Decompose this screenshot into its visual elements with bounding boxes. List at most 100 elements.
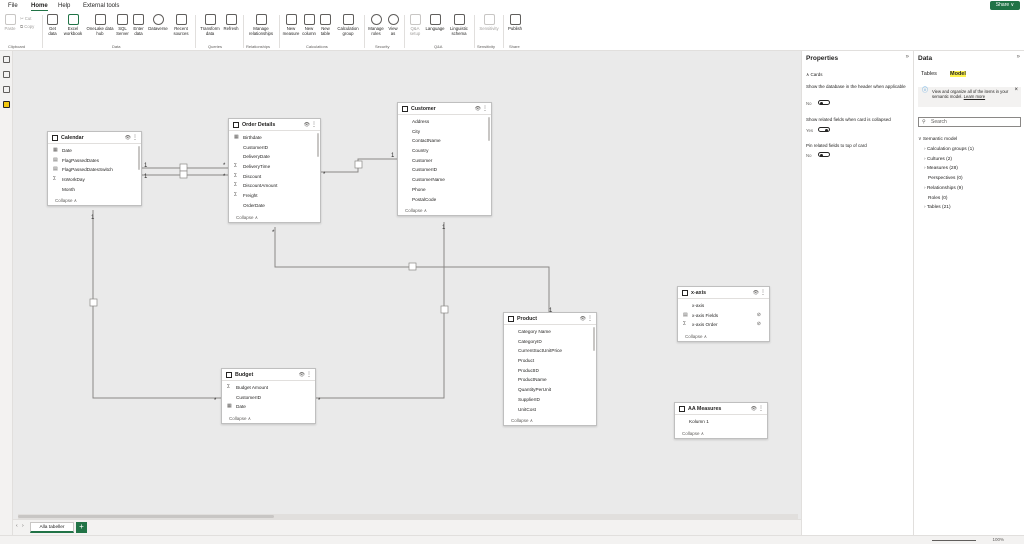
field-row[interactable]: ▦Birthdate [229,133,320,143]
eye-icon[interactable]: 👁 [124,135,131,141]
show-related-toggle[interactable] [818,127,830,132]
field-row[interactable]: City [398,127,491,137]
new-table-button[interactable]: New table [318,14,333,36]
hidden-icon[interactable]: ⊘ [756,311,761,318]
model-view-icon[interactable] [3,101,10,108]
publish-button[interactable]: Publish [506,14,524,31]
new-column-button[interactable]: New column [301,14,317,36]
field-row[interactable]: CustomerID [398,165,491,175]
pin-related-toggle[interactable] [818,152,830,157]
card-header[interactable]: Order Details👁⋮ [229,119,320,131]
zoom-slider[interactable] [932,540,976,541]
refresh-button[interactable]: Refresh [222,14,240,31]
eye-icon[interactable]: 👁 [298,372,305,378]
card-header[interactable]: Product👁⋮ [504,313,596,325]
tree-semantic-model[interactable]: ∨ Semantic model [918,137,958,142]
collapse-button[interactable]: Collapse ∧ [511,418,534,424]
tab-prev-icon[interactable]: ‹ [16,523,18,529]
more-options-icon[interactable]: ⋮ [482,106,488,112]
table-view-icon[interactable] [3,71,10,78]
more-options-icon[interactable]: ⋮ [587,316,593,322]
field-row[interactable]: ▤FlagPassedDates [48,156,141,166]
tree-item[interactable]: › Cultures (2) [924,156,952,162]
collapse-pane-icon[interactable]: » [905,54,909,60]
card-header[interactable]: x-axis👁⋮ [678,287,769,299]
field-row[interactable]: CategoryID [504,337,596,347]
tab-model[interactable]: Model [950,71,966,77]
field-row[interactable]: ▤FlagPassedDatesSwitch [48,165,141,175]
more-options-icon[interactable]: ⋮ [311,122,317,128]
collapse-button[interactable]: Collapse ∧ [682,430,705,436]
more-options-icon[interactable]: ⋮ [306,372,312,378]
menu-help[interactable]: Help [58,3,71,9]
language-button[interactable]: Language [424,14,446,31]
field-row[interactable]: CustomerName [398,175,491,185]
card-header[interactable]: Budget👁⋮ [222,369,315,381]
field-row[interactable]: ▤x-axis Fields⊘ [678,311,769,321]
qna-setup-button[interactable]: Q&A setup [407,14,423,36]
dataverse-button[interactable]: Dataverse [147,14,169,31]
field-row[interactable]: CustomerID [222,393,315,403]
field-row[interactable]: DeliveryDate [229,152,320,162]
model-canvas[interactable]: 1 1 * * * 1 * 1 1 * 1 * Calendar👁⋮▦Date▤… [13,51,801,519]
tab-tables[interactable]: Tables [921,71,937,77]
eye-icon[interactable]: 👁 [752,290,759,296]
onelake-button[interactable]: OneLake data hub [85,14,115,36]
collapse-button[interactable]: Collapse ∧ [236,214,259,220]
scrollbar-thumb[interactable] [18,515,274,518]
collapse-button[interactable]: Collapse ∧ [685,334,708,340]
collapse-pane-icon[interactable]: » [1016,54,1020,60]
collapse-button[interactable]: Collapse ∧ [229,416,252,422]
card-scrollbar[interactable] [593,327,595,351]
sensitivity-button[interactable]: Sensitivity [477,14,501,31]
field-row[interactable]: Category Name [504,327,596,337]
card-header[interactable]: AA Measures👁⋮ [675,403,767,415]
menu-file[interactable]: File [8,3,18,9]
collapse-button[interactable]: Collapse ∧ [405,208,428,214]
cut-button[interactable]: ✂ Cut [20,16,32,21]
learn-more-link[interactable]: Learn more [963,94,986,99]
new-measure-button[interactable]: New measure [282,14,300,36]
field-row[interactable]: ContactName [398,136,491,146]
dax-query-icon[interactable] [3,86,10,93]
field-row[interactable]: ▦Date [222,402,315,412]
canvas-horizontal-scrollbar[interactable] [18,514,798,519]
card-scrollbar[interactable] [138,146,140,170]
field-row[interactable]: ProductID [504,366,596,376]
eye-icon[interactable]: 👁 [303,122,310,128]
card-scrollbar[interactable] [317,133,319,157]
field-row[interactable]: Product [504,356,596,366]
menu-home[interactable]: Home [31,3,48,11]
linguistic-schema-button[interactable]: Linguistic schema [447,14,471,36]
search-input[interactable]: ⚲ Search [918,117,1021,127]
tree-item[interactable]: Perspectives (0) [928,176,963,182]
eye-icon[interactable]: 👁 [474,106,481,112]
share-button[interactable]: Share ∨ [990,1,1020,10]
tab-alla-tabeller[interactable]: Alla tabeller [30,522,74,533]
field-row[interactable]: PostalCode [398,195,491,205]
more-options-icon[interactable]: ⋮ [760,290,766,296]
manage-relationships-button[interactable]: Manage relationships [246,14,276,36]
card-scrollbar[interactable] [488,117,490,141]
field-row[interactable]: Customer [398,156,491,166]
field-row[interactable]: x-axis [678,301,769,311]
collapse-button[interactable]: Collapse ∧ [55,198,78,204]
tree-item[interactable]: › Relationships (9) [924,185,963,191]
table-card-calendar[interactable]: Calendar👁⋮▦Date▤FlagPassedDates▤FlagPass… [47,131,142,207]
more-options-icon[interactable]: ⋮ [132,135,138,141]
card-header[interactable]: Calendar👁⋮ [48,132,141,144]
tab-next-icon[interactable]: › [22,523,24,529]
view-as-button[interactable]: View as [386,14,400,36]
menu-external-tools[interactable]: External tools [83,3,120,9]
get-data-button[interactable]: Get data [45,14,60,36]
